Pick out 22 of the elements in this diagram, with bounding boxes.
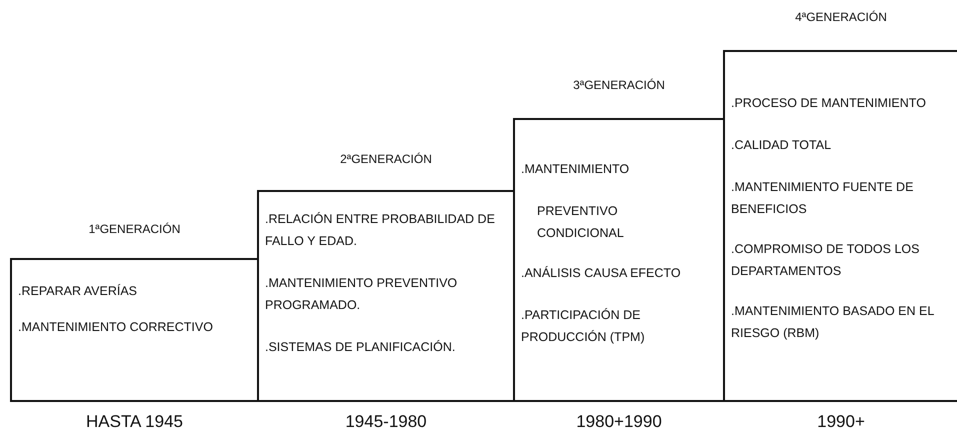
period-label: 1945-1980 [344, 412, 428, 432]
list-item-text: .REPARAR AVERÍAS [18, 283, 138, 300]
generation-heading: 1ªGENERACIÓN [88, 222, 182, 236]
list-item-text: .MANTENIMIENTO BASADO EN EL RIESGO (RBM) [731, 303, 935, 342]
generation-heading: 3ªGENERACIÓN [572, 78, 666, 92]
list-item-text: .CALIDAD TOTAL [731, 137, 832, 154]
list-item-text: .SISTEMAS DE PLANIFICACIÓN. [265, 339, 456, 356]
list-item-text: .PARTICIPACIÓN DE PRODUCCIÓN (TPM) [521, 307, 646, 346]
period-label: 1990+ [816, 412, 866, 432]
list-item-text: .MANTENIMIENTO CORRECTIVO [18, 319, 214, 336]
list-item-text: .MANTENIMIENTO PREVENTIVO PROGRAMADO. [265, 275, 458, 314]
list-item-text: .COMPROMISO DE TODOS LOS DEPARTAMENTOS [731, 241, 920, 280]
list-item-text: .ANÁLISIS CAUSA EFECTO [521, 265, 682, 282]
period-label: 1980+1990 [575, 412, 663, 432]
list-item-text: .MANTENIMIENTO [521, 161, 630, 178]
list-item-text: .PROCESO DE MANTENIMIENTO [731, 95, 927, 112]
list-item-text: .MANTENIMIENTO FUENTE DE BENEFICIOS [731, 179, 914, 218]
generation-heading: 4ªGENERACIÓN [794, 10, 888, 24]
generation-heading: 2ªGENERACIÓN [339, 152, 433, 166]
list-item-text: .RELACIÓN ENTRE PROBABILIDAD DE FALLO Y EDAD. [265, 211, 496, 250]
period-label: HASTA 1945 [84, 412, 184, 432]
list-item-text: PREVENTIVO CONDICIONAL [537, 203, 625, 242]
